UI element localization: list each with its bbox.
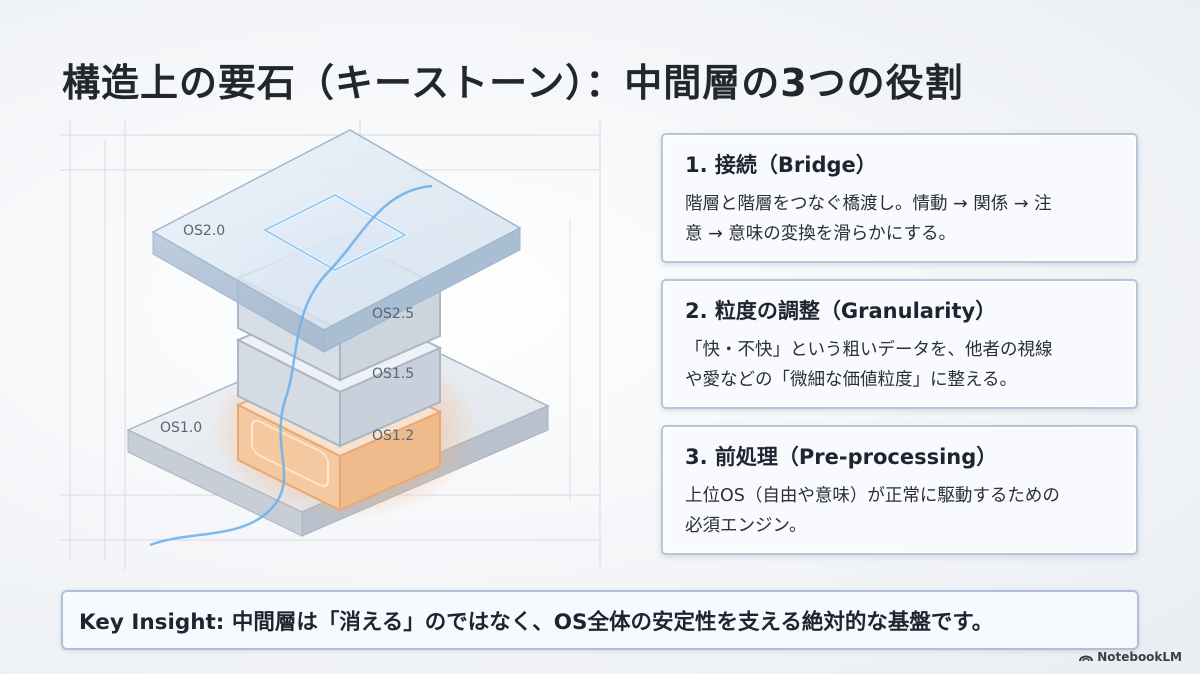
card-body: 「快・不快」という粗いデータを、他者の視線 や愛などの「微細な価値粒度」に整える…: [685, 335, 1116, 395]
card-line: 意 → 意味の変換を滑らかにする。: [685, 224, 956, 244]
key-insight-text: Key Insight: 中間層は「消える」のではなく、OS全体の安定性を支える…: [79, 609, 994, 635]
role-card-preprocessing: 3. 前処理（Pre-processing） 上位OS（自由や意味）が正常に駆動…: [661, 425, 1138, 555]
label-os1-0: OS1.0: [160, 420, 202, 436]
brand-label: NotebookLM: [1097, 650, 1182, 664]
role-card-bridge: 1. 接続（Bridge） 階層と階層をつなぐ橋渡し。情動 → 関係 → 注 意…: [661, 133, 1138, 263]
brand-watermark: NotebookLM: [1079, 650, 1182, 664]
notebooklm-icon: [1079, 655, 1094, 662]
card-line: 「快・不快」という粗いデータを、他者の視線: [685, 340, 1053, 360]
os-layer-stack-illustration: OS2.0 OS2.5 OS1.5 OS1.2 OS1.0: [60, 120, 601, 570]
label-os1-2: OS1.2: [372, 428, 414, 444]
card-title: 3. 前処理（Pre-processing）: [685, 445, 998, 469]
page-title: 構造上の要石（キーストーン）：中間層の3つの役割: [62, 61, 964, 105]
card-body: 階層と階層をつなぐ橋渡し。情動 → 関係 → 注 意 → 意味の変換を滑らかにす…: [685, 189, 1116, 249]
flow-line: [149, 184, 433, 547]
label-os1-5: OS1.5: [372, 366, 414, 382]
card-line: 上位OS（自由や意味）が正常に駆動するための: [685, 486, 1060, 506]
label-os2-5: OS2.5: [372, 306, 414, 322]
card-title: 1. 接続（Bridge）: [685, 153, 877, 177]
role-card-granularity: 2. 粒度の調整（Granularity） 「快・不快」という粗いデータを、他者…: [661, 279, 1138, 409]
key-insight-box: Key Insight: 中間層は「消える」のではなく、OS全体の安定性を支える…: [61, 590, 1139, 650]
label-os2-0: OS2.0: [183, 223, 225, 239]
card-title: 2. 粒度の調整（Granularity）: [685, 299, 997, 323]
os2-0-plate: [151, 129, 522, 353]
card-line: 階層と階層をつなぐ橋渡し。情動 → 関係 → 注: [685, 194, 1052, 214]
card-line: 必須エンジン。: [685, 516, 807, 536]
card-line: や愛などの「微細な価値粒度」に整える。: [685, 370, 1017, 390]
card-body: 上位OS（自由や意味）が正常に駆動するための 必須エンジン。: [685, 481, 1116, 541]
